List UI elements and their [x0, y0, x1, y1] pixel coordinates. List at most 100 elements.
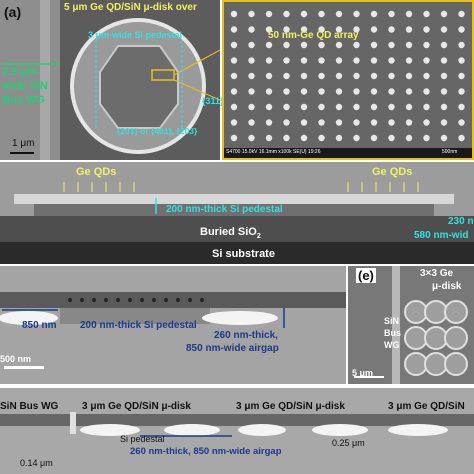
qd-dot: [370, 57, 378, 64]
facet-311-label: {311}: [202, 96, 224, 106]
qd-label-left: Ge QDs: [76, 166, 117, 178]
qd-dot: [248, 119, 255, 126]
buried-oxide-label: Buried SiO2: [200, 226, 261, 241]
qd-dot: [388, 26, 395, 33]
qd-dot: [458, 26, 465, 33]
qd-dot: [248, 134, 255, 142]
qd-dot: [440, 134, 448, 142]
qd-dot: [353, 10, 360, 18]
qd-dot: [335, 88, 343, 95]
qd-dot: [230, 119, 238, 126]
qd-dot: [353, 103, 360, 111]
qd-dot: [405, 103, 413, 111]
qd-dot: [370, 26, 378, 33]
qd-dot: [388, 119, 395, 126]
qd-dot: [440, 41, 448, 49]
qd-dot: [423, 134, 430, 142]
scale-bar-left: [10, 152, 34, 154]
airgap-d-label: 260 nm-thick, 850 nm-wide airgap: [130, 446, 282, 457]
bus-wg-d: [70, 412, 76, 434]
qd-dot: [388, 10, 395, 18]
qd-dot: [353, 134, 360, 142]
qd-dot: [388, 41, 395, 49]
qd-dot: [405, 41, 413, 49]
sin-disk-layer: [0, 292, 346, 308]
buried-oxide: [0, 216, 474, 242]
substrate-label: Si substrate: [212, 248, 275, 260]
qd-dot: [335, 72, 343, 80]
qd-dot: [335, 10, 343, 18]
disk-layer-d: [0, 414, 474, 426]
panel-a-label: (a): [4, 4, 22, 20]
pedestal-label: 3 μm-wide Si pedestal: [88, 30, 183, 40]
qd-dot: [370, 10, 378, 18]
scale-bar-left-label: 1 μm: [12, 138, 35, 149]
qd-dot: [388, 72, 395, 80]
qd-dot: [300, 103, 308, 111]
right-dim-1: 230 n: [448, 216, 474, 227]
qd-dot: [335, 26, 343, 33]
qd-dot: [318, 10, 325, 18]
qd-dot: [335, 41, 343, 49]
qd-dot: [283, 10, 290, 18]
qd-dot: [423, 26, 430, 33]
si-pedestal-shape: [99, 45, 179, 129]
qd-dot: [440, 26, 448, 33]
bus-waveguide: [40, 0, 50, 160]
qd-dot: [388, 134, 395, 142]
qd-dot: [405, 88, 413, 95]
qd-dot: [283, 41, 290, 49]
qd-dot: [440, 72, 448, 80]
qd-dot: [458, 72, 465, 80]
array-title-1: 3×3 Ge: [420, 268, 454, 279]
qd-dot: [300, 10, 308, 18]
scale-e-label: 5 μm: [352, 368, 374, 378]
qd-dot: [423, 57, 430, 64]
qd-dot: [370, 88, 378, 95]
si-pedestal: [34, 204, 434, 216]
airgap-d-5: [388, 424, 448, 436]
microdisk: [444, 300, 468, 324]
qd-dot: [370, 72, 378, 80]
dim-d-label: 0.14 μm: [20, 458, 53, 468]
qd-array-dots: [230, 10, 465, 142]
bus-label-2: Bus: [384, 328, 402, 338]
panel-b-cross-section: [0, 162, 474, 264]
disk-d-label-1: 3 μm Ge QD/SiN μ-disk: [82, 401, 191, 412]
qd-dot: [230, 26, 238, 33]
qd-dot: [405, 134, 413, 142]
panel-e-array: [348, 266, 474, 384]
scale-bar-e: [354, 376, 384, 378]
bus-label-1: SiN: [384, 316, 400, 326]
qd-dot: [318, 134, 325, 142]
qd-dot: [265, 134, 273, 142]
airgap-d-4: [312, 424, 368, 436]
qd-dot: [318, 103, 325, 111]
bus-label-3: WG: [384, 340, 400, 350]
array-title-2: μ-disk: [432, 281, 462, 292]
qd-dot: [458, 119, 465, 126]
wg-label-line-2: wide SiN: [2, 80, 48, 92]
qd-dot: [248, 26, 255, 33]
microdisk: [404, 352, 428, 376]
qd-dot: [370, 119, 378, 126]
qd-dot: [353, 72, 360, 80]
qd-dot: [405, 119, 413, 126]
qd-dot: [405, 26, 413, 33]
width-850-label: 850 nm: [22, 320, 57, 331]
disk-d-label-3: 3 μm Ge QD/SiN: [388, 401, 465, 412]
sem-info-text: S4700 15.0kV 16.1mm x100k SE(U) 19:26: [226, 149, 321, 155]
qd-dot: [405, 72, 413, 80]
qd-dot: [248, 72, 255, 80]
qd-dot: [370, 41, 378, 49]
microdisk: [444, 352, 468, 376]
wg-d-label: SiN Bus WG: [0, 401, 59, 412]
qd-dot: [405, 57, 413, 64]
qd-dot: [335, 57, 343, 64]
qd-dot: [265, 10, 273, 18]
qd-dot: [458, 57, 465, 64]
qd-dot: [353, 88, 360, 95]
qd-dot: [283, 57, 290, 64]
sem-scale-text: 500nm: [442, 149, 458, 155]
qd-dot: [335, 134, 343, 142]
